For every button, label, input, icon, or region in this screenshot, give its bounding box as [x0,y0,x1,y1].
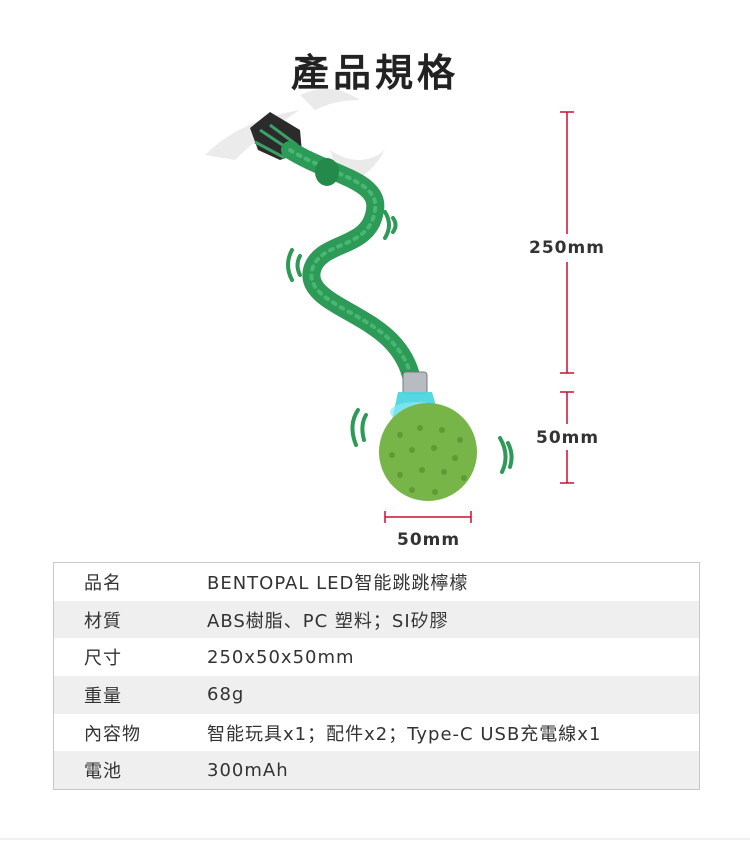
spec-row-battery: 電池 300mAh [54,751,699,790]
spec-row-size: 尺寸 250x50x50mm [54,638,699,676]
spec-key: 品名 [84,572,122,594]
spec-key: 重量 [84,685,122,707]
spec-value: 250x50x50mm [207,646,355,668]
ball-width-label: 50mm [397,530,461,550]
spec-value: 智能玩具x1；配件x2；Type-C USB充電線x1 [207,723,602,745]
rope-texture [288,148,414,382]
spec-key: 電池 [84,761,122,783]
spec-row-weight: 重量 68g [54,676,699,714]
spec-table: 品名 BENTOPAL LED智能跳跳檸檬 材質 ABS樹脂、PC 塑料；SI矽… [53,562,700,791]
rope-knot [315,158,339,186]
spec-row-material: 材質 ABS樹脂、PC 塑料；SI矽膠 [54,600,699,639]
metal-connector [402,371,428,395]
spec-value: 68g [207,684,245,706]
vibration-marks [286,210,514,474]
product-illustration [205,88,574,523]
ball-dots [389,425,467,495]
dimension-line-ball-height [560,391,574,484]
ball [379,403,477,501]
spec-key: 材質 [84,610,122,632]
bottom-divider [0,838,750,840]
ball-height-label: 50mm [536,428,600,448]
page-title: 產品規格 [290,51,459,95]
spec-value: 300mAh [207,759,289,781]
spec-value: BENTOPAL LED智能跳跳檸檬 [207,572,469,594]
length-label: 250mm [529,238,605,258]
spec-key: 尺寸 [84,648,122,670]
dimension-line-length [560,111,574,374]
dimension-line-ball-width [384,511,472,523]
spec-key: 內容物 [84,723,141,745]
spec-row-name: 品名 BENTOPAL LED智能跳跳檸檬 [54,563,699,601]
spec-row-contents: 內容物 智能玩具x1；配件x2；Type-C USB充電線x1 [54,714,699,752]
spec-value: ABS樹脂、PC 塑料；SI矽膠 [207,610,449,632]
